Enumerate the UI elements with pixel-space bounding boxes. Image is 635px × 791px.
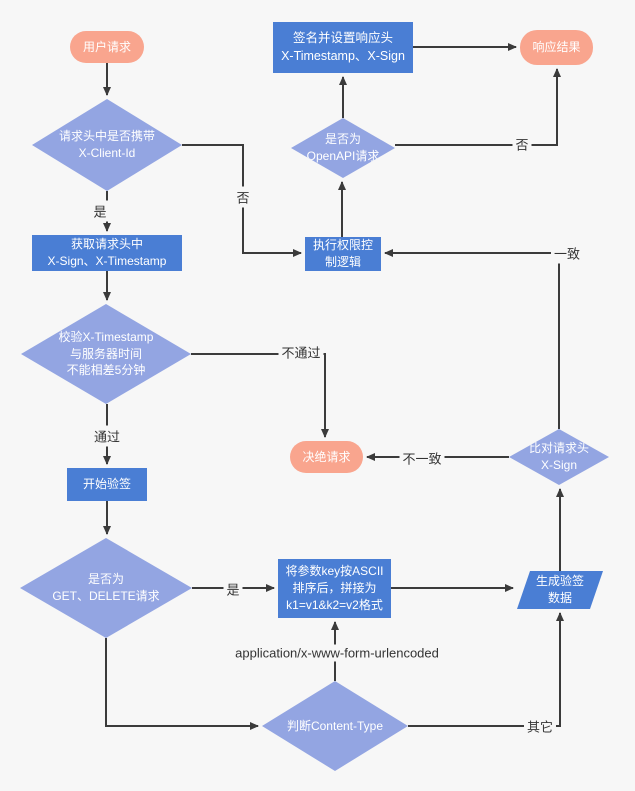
edge-sign-match-to-exec-permission [384,249,560,429]
edge-content-type-other-to-generate [408,612,564,727]
node-user-request: 用户请求 [70,31,144,63]
edge-label-content-type-other: 其它 [523,715,557,737]
edge-label-timestamp-fail: 不通过 [278,341,324,363]
edge-label-sign-match: 一致 [550,242,584,264]
node-get-headers: 获取请求头中 X-Sign、X-Timestamp [32,235,182,271]
edge-label-sign-mismatch: 不一致 [399,447,445,469]
edge-openapi-no-to-response [395,68,561,146]
node-sign-response: 签名并设置响应头 X-Timestamp、X-Sign [273,22,413,73]
node-start-verify: 开始验签 [67,468,147,501]
edge-label-client-id-no: 否 [233,186,253,208]
edge-label-method-yes: 是 [223,578,243,600]
node-response-result: 响应结果 [520,30,593,65]
node-reject-request: 决绝请求 [290,441,363,473]
node-generate-sign-data: 生成验签数据 [517,571,603,609]
edge-method-no-to-content-type [105,638,259,730]
node-sort-params: 将参数key按ASCII 排序后，拼接为 k1=v1&k2=v2格式 [278,559,391,618]
edge-label-client-id-yes: 是 [90,200,110,222]
edge-label-timestamp-pass: 通过 [90,425,124,447]
edge-label-openapi-no: 否 [512,133,532,155]
edge-label-content-type-form: application/x-www-form-urlencoded [232,644,442,662]
edge-timestamp-fail-to-reject [191,353,329,438]
node-exec-permission: 执行权限控 制逻辑 [305,237,381,271]
